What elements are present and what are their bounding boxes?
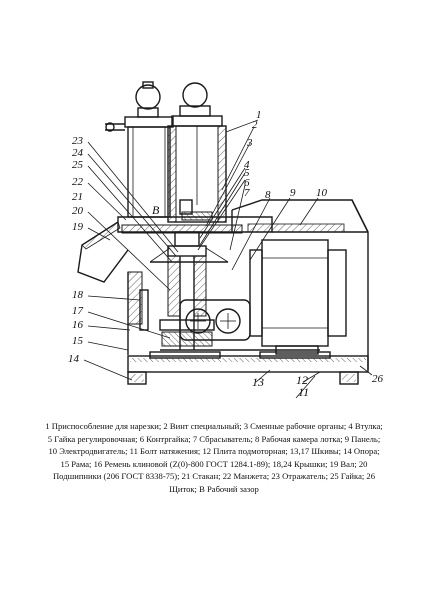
machine-section-drawing: 1 2 3 4 5 6 7 8 9 10 11 12 13 14 15 16 1…	[68, 81, 384, 399]
label-13: 13	[252, 375, 264, 389]
label-2: 2	[252, 119, 258, 131]
electric-motor	[249, 239, 347, 355]
technical-drawing: 1 2 3 4 5 6 7 8 9 10 11 12 13 14 15 16 1…	[68, 81, 384, 399]
cutting-attachment-right	[167, 82, 227, 223]
label-17: 17	[72, 305, 84, 317]
label-25: 25	[72, 159, 84, 171]
label-15: 15	[72, 335, 84, 347]
label-1: 1	[256, 109, 262, 121]
label-23: 23	[72, 135, 84, 147]
label-18: 18	[72, 289, 84, 301]
label-8: 8	[265, 189, 271, 201]
discharge-chute	[77, 221, 129, 283]
figure-caption: 1 Приспособление для нарезки; 2 Винт спе…	[45, 421, 383, 494]
label-10: 10	[316, 187, 328, 199]
label-14: 14	[68, 353, 80, 365]
label-20: 20	[72, 205, 84, 217]
label-26: 26	[372, 373, 384, 385]
shaft-assembly	[149, 231, 229, 350]
label-16: 16	[72, 319, 84, 331]
base-frame	[127, 349, 369, 385]
label-19: 19	[72, 221, 84, 233]
frame-left	[127, 271, 149, 355]
label-3: 3	[246, 137, 253, 149]
label-24: 24	[72, 147, 84, 159]
label-7: 7	[244, 187, 250, 199]
label-5: 5	[244, 167, 250, 179]
label-12: 12	[296, 373, 308, 387]
label-4: 4	[244, 159, 250, 171]
part-labels: 1 2 3 4 5 6 7 8 9 10 11 12 13 14 15 16 1…	[68, 109, 384, 399]
label-22: 22	[72, 176, 84, 188]
label-9: 9	[290, 187, 296, 199]
right-cover	[247, 199, 369, 370]
label-11: 11	[298, 385, 309, 399]
label-21: 21	[72, 191, 83, 203]
label-6: 6	[244, 177, 250, 189]
leader-lines	[83, 119, 373, 399]
label-gap-B: B	[152, 203, 160, 217]
